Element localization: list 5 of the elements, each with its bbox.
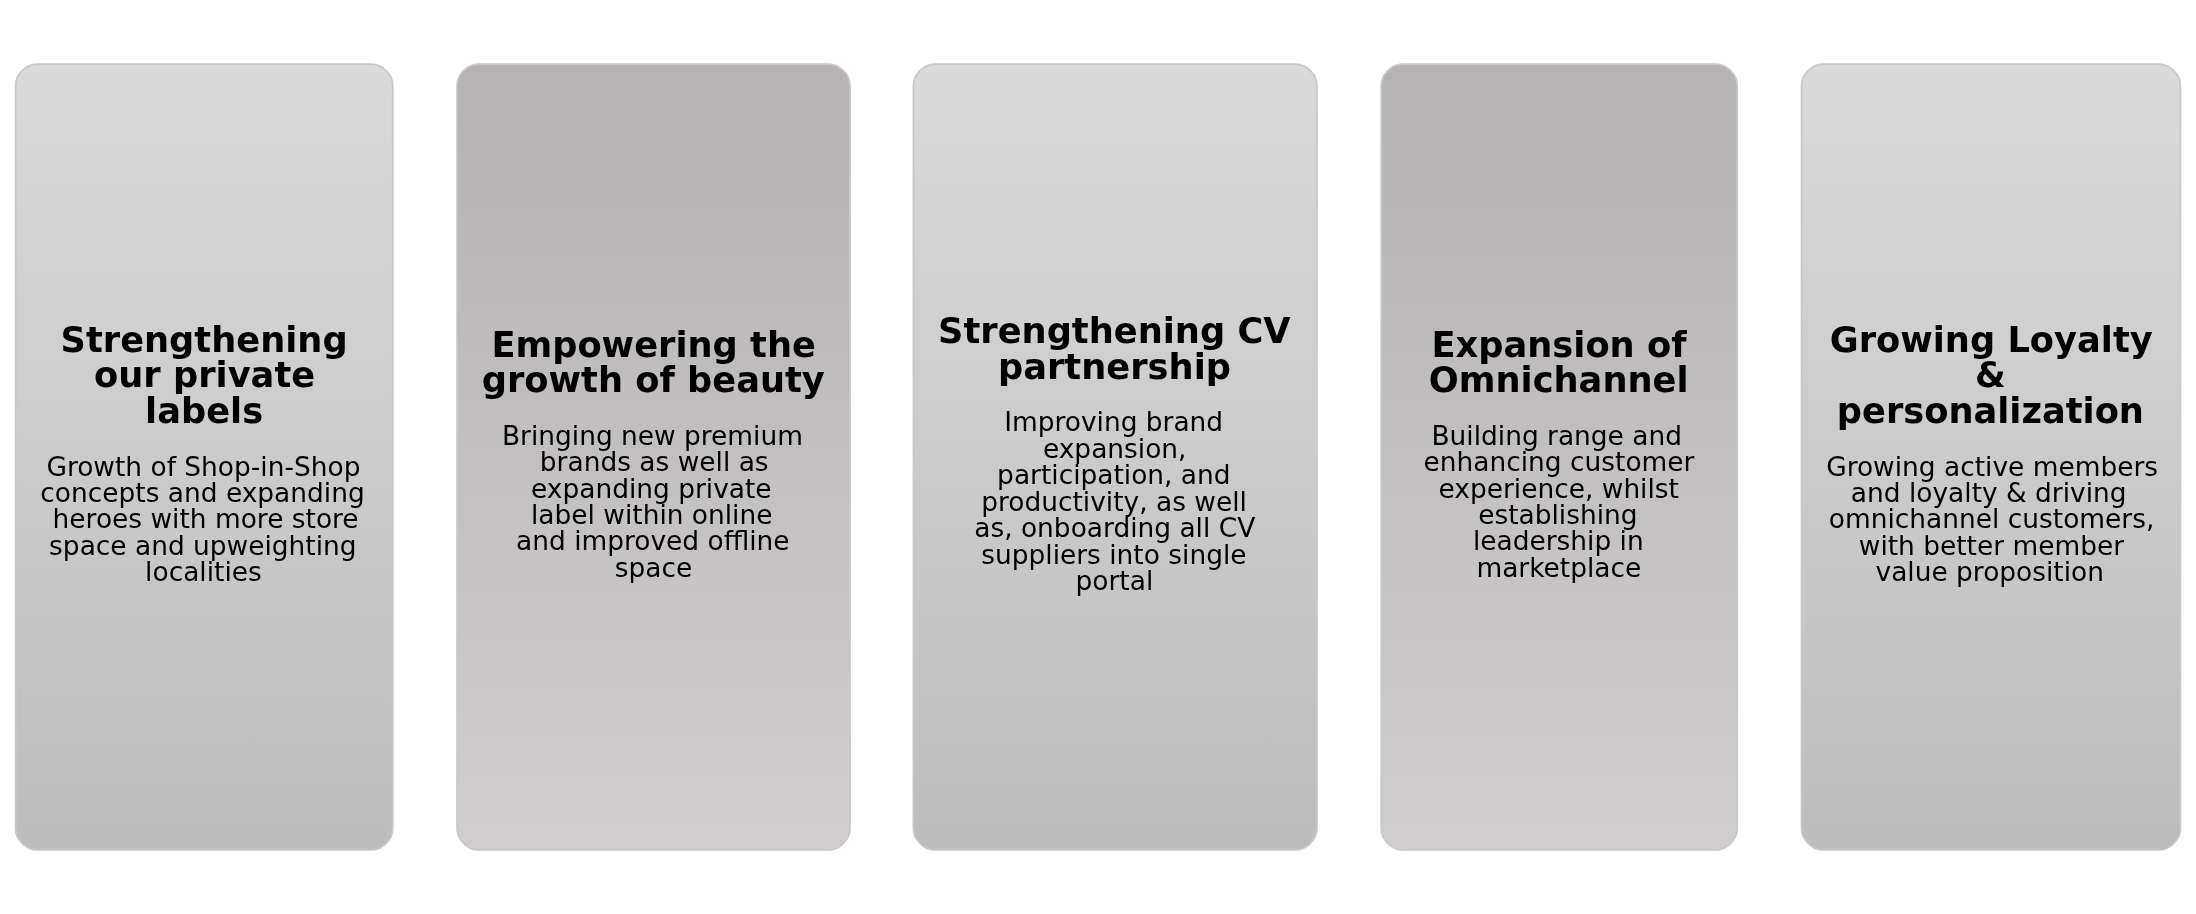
node-box: Strengthening our private labels Growth of Shop-in-Shop concepts and expanding heroes with more store space and upweighting localities [14, 63, 394, 851]
node-box: Growing Loyalty & personalization Growing active members and loyalty & driving omnichannel customers, with better member value proposition [1800, 63, 2182, 851]
node-box: Expansion of Omnichannel Building range and enhancing customer experience, whilst establishing leadership in marketplace [1380, 63, 1739, 851]
node-box: Strengthening CV partnership Improving brand expansion, participation, and productivity, as well as, onboarding all CV suppliers into single portal [912, 63, 1318, 851]
node-box: Empowering the growth of beauty Bringing new premium brands as well as expanding private label within online and improved offline space [456, 63, 851, 851]
